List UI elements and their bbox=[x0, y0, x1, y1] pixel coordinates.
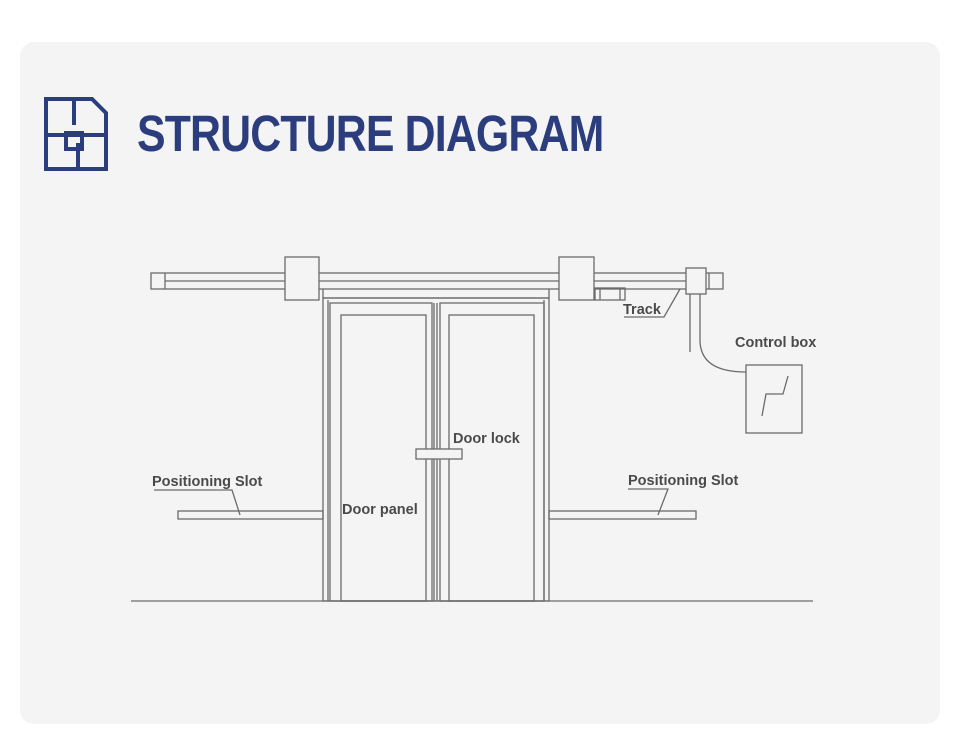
track-motor-unit bbox=[594, 287, 626, 301]
control-box bbox=[745, 364, 803, 434]
label-track: Track bbox=[623, 302, 662, 318]
label-door-lock: Door lock bbox=[453, 431, 521, 447]
label-positioning-slot-right: Positioning Slot bbox=[628, 473, 739, 489]
floor-plan-icon bbox=[44, 97, 108, 171]
leader-lines bbox=[154, 288, 681, 516]
track-beam bbox=[150, 272, 724, 299]
positioning-slot-left bbox=[177, 510, 324, 520]
control-cable bbox=[689, 294, 747, 373]
page-title: STRUCTURE DIAGRAM bbox=[137, 105, 604, 162]
label-door-panel: Door panel bbox=[342, 502, 418, 518]
hanger-bracket-right bbox=[558, 256, 595, 301]
door-lock bbox=[415, 448, 463, 460]
hanger-bracket-left bbox=[284, 256, 320, 301]
track-end-block bbox=[685, 267, 707, 295]
label-control-box: Control box bbox=[735, 335, 816, 351]
positioning-slot-right bbox=[548, 510, 697, 520]
label-positioning-slot-left: Positioning Slot bbox=[152, 474, 263, 490]
